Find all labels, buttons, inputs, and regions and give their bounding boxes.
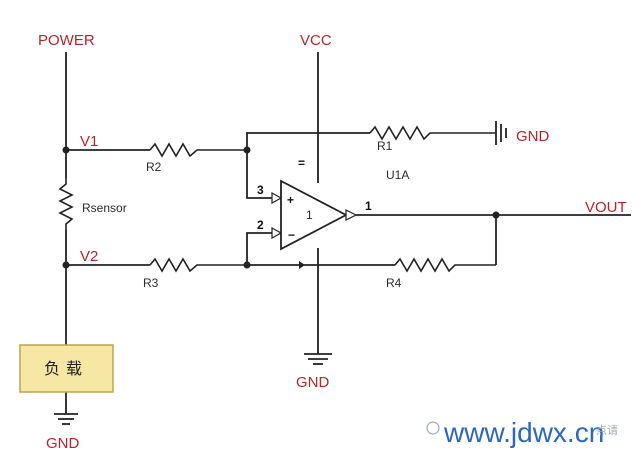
rsensor-resistor	[58, 178, 74, 230]
label-opamp-plus: +	[287, 193, 294, 207]
pin2-wire	[246, 232, 281, 265]
opamp-triangle	[280, 179, 348, 251]
label-power: POWER	[38, 32, 95, 49]
feedback-top-wire	[246, 132, 370, 150]
load-label: 负载	[44, 360, 88, 378]
pin2-arrow	[271, 226, 283, 240]
junction-r2	[243, 146, 251, 154]
watermark: www.jdwx.cn 点请	[426, 417, 618, 448]
ground-symbol-center	[304, 353, 332, 365]
label-pin1: 1	[365, 199, 372, 213]
label-opamp-minus: −	[288, 228, 295, 242]
junction-r3	[243, 261, 251, 269]
watermark-small-text: 点请	[596, 424, 618, 437]
label-r2: R2	[146, 160, 162, 174]
label-gnd-center: GND	[296, 374, 330, 391]
junction-v2	[62, 261, 70, 269]
load-box	[19, 344, 114, 393]
r2-resistor	[149, 142, 247, 158]
junction-v1	[62, 146, 70, 154]
r3-resistor	[149, 257, 247, 273]
ground-symbol-r1	[495, 121, 507, 145]
ground-symbol-left	[54, 413, 78, 425]
opamp-output-arrow	[345, 209, 358, 221]
label-v1: V1	[80, 133, 98, 150]
r4-resistor	[394, 257, 496, 273]
pin3-arrow	[271, 191, 283, 205]
label-pin3: 3	[257, 183, 264, 197]
label-r3: R3	[143, 276, 159, 290]
r4-arrow	[299, 261, 305, 269]
watermark-icon	[426, 421, 440, 435]
label-u1a: U1A	[386, 168, 409, 182]
label-pin2: 2	[257, 218, 264, 232]
label-r4: R4	[386, 276, 402, 290]
label-gnd-bottom: GND	[46, 435, 80, 452]
label-vcc: VCC	[300, 32, 332, 49]
label-eq: =	[298, 156, 305, 170]
pin3-wire	[246, 150, 281, 199]
label-opamp-index: 1	[306, 208, 313, 222]
label-gnd-top: GND	[516, 128, 550, 145]
r1-resistor	[369, 125, 496, 141]
label-vout: VOUT	[585, 199, 627, 216]
label-rsensor: Rsensor	[82, 201, 127, 215]
watermark-text: www.jdwx.cn	[443, 417, 604, 448]
label-r1: R1	[377, 139, 393, 153]
junction-out	[492, 211, 500, 219]
label-v2: V2	[80, 248, 98, 265]
